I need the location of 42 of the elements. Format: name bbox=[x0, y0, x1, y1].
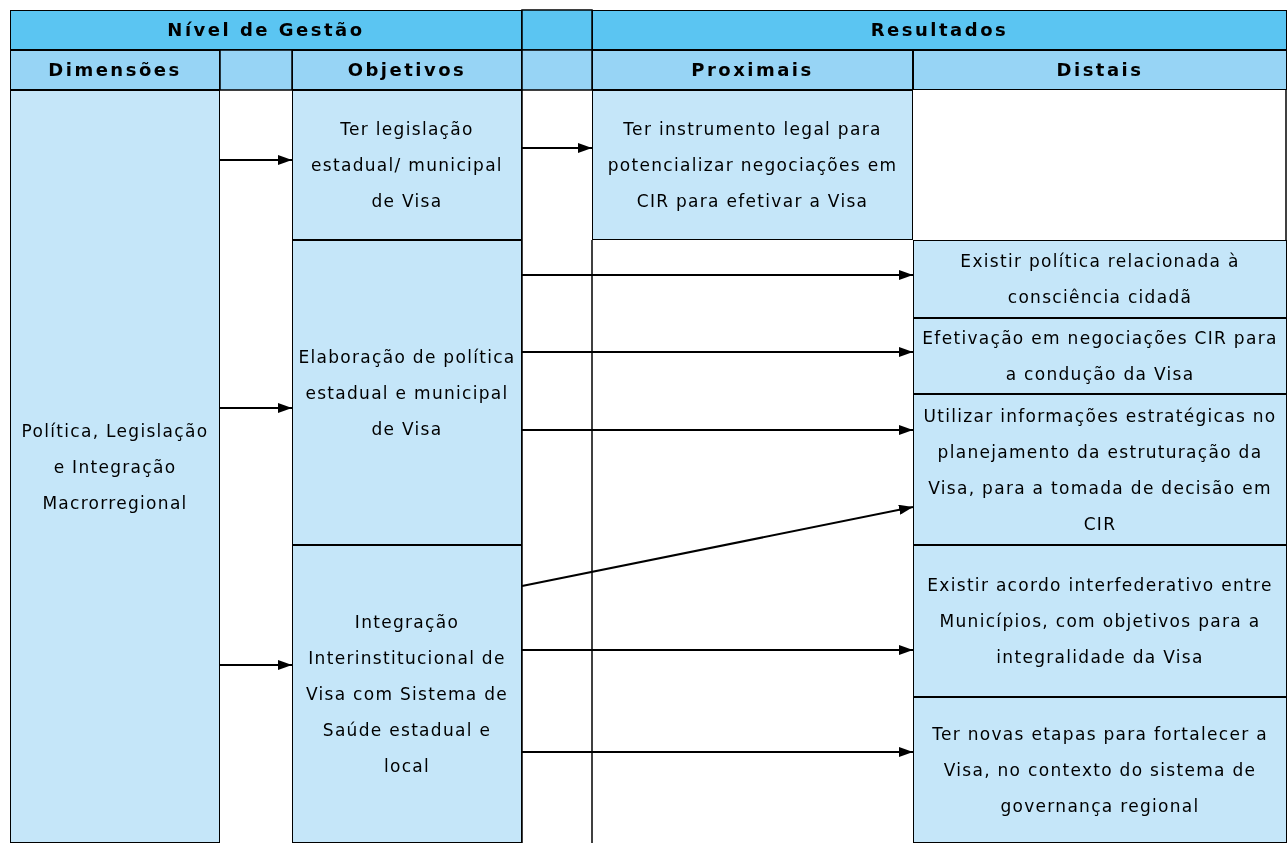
column-subheader bbox=[10, 50, 220, 90]
cell-text: Ter instrumento legal para potencializar negociações em CIR para efetivar a Visa bbox=[606, 118, 899, 213]
cell-text: Ter novas etapas para fortalecer a Visa, no contexto do sistema de governança regional bbox=[931, 723, 1269, 818]
arrow bbox=[219, 403, 293, 413]
column-subheader bbox=[592, 50, 913, 90]
cell-text: Política, Legislação e Integração Macrorregional bbox=[20, 419, 210, 515]
table-cell-box bbox=[913, 240, 1287, 318]
cell-text: Existir política relacionada à consciência cidadã bbox=[959, 250, 1241, 309]
header-text: Nível de Gestão bbox=[166, 18, 366, 42]
header-text: Dimensões bbox=[47, 58, 183, 82]
arrow bbox=[521, 504, 914, 587]
table-cell-box bbox=[913, 394, 1287, 545]
table-cell-box bbox=[292, 545, 522, 843]
table-cell-box bbox=[913, 697, 1287, 843]
header-text: Resultados bbox=[869, 18, 1010, 42]
header-text: Distais bbox=[1055, 58, 1145, 82]
arrow bbox=[219, 660, 293, 670]
cell-text: Efetivação em negociações CIR para a condução da Visa bbox=[921, 327, 1279, 386]
table-cell-box bbox=[292, 240, 522, 545]
column-subheader bbox=[292, 50, 522, 90]
table-cell-box bbox=[913, 545, 1287, 697]
arrow bbox=[521, 747, 914, 757]
arrow bbox=[521, 270, 914, 280]
arrow bbox=[521, 143, 593, 153]
column-header bbox=[10, 10, 522, 50]
arrow bbox=[219, 155, 293, 165]
column-header bbox=[592, 10, 1287, 50]
cell-text: Integração Interinstitucional de Visa com Sistema de Saúde estadual e local bbox=[304, 611, 510, 778]
table-cell-box bbox=[292, 90, 522, 240]
arrow bbox=[521, 425, 914, 435]
header-text: Proximais bbox=[690, 58, 815, 82]
cell-text: Elaboração de política estadual e municipal de Visa bbox=[297, 345, 517, 441]
table-cell-box bbox=[592, 90, 913, 240]
cell-text: Ter legislação estadual/ municipal de Visa bbox=[310, 118, 504, 213]
cell-text: Existir acordo interfederativo entre Municípios, com objetivos para a integralidade da Visa bbox=[926, 574, 1274, 669]
cell-text: Utilizar informações estratégicas no planejamento da estruturação da Visa, para a tomada de decisão em CIR bbox=[922, 404, 1278, 536]
arrow bbox=[521, 347, 914, 357]
table-cell-box bbox=[10, 90, 220, 843]
arrow bbox=[521, 645, 914, 655]
header-text: Objetivos bbox=[346, 58, 468, 82]
column-subheader bbox=[913, 50, 1287, 90]
table-cell-box bbox=[913, 318, 1287, 394]
